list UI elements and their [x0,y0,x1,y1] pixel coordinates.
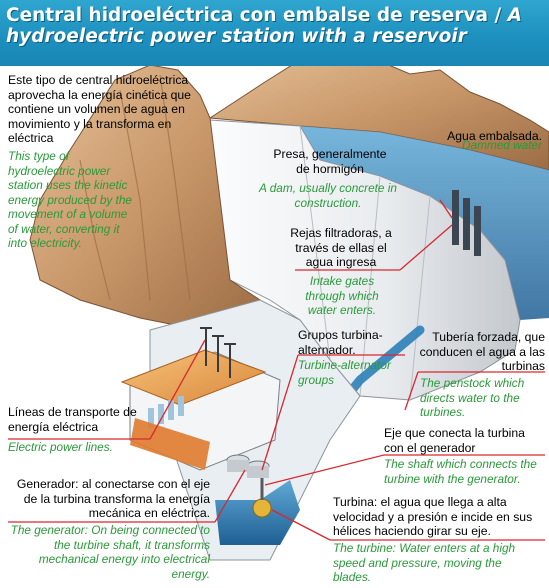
pointer-lines [8,199,545,541]
label-shaft-en: The shaft which connects the turbine wit… [384,457,537,486]
dam-wall [179,117,521,401]
label-power-lines-en: Electric power lines. [8,440,113,454]
label-turbine-en: The turbine: Water enters at a high spee… [333,541,516,584]
page-title: Central hidroeléctrica con embalse de re… [6,5,546,47]
label-generator-es: Generador: al conectarse con el eje de l… [16,477,210,520]
label-turbine-groups-en: Turbine-alternator groups [298,358,391,387]
label-intake-en: Intake gates through which water enters. [305,274,379,317]
label-turbine-es: Turbina: el agua que llega a alta veloci… [333,495,533,538]
title-banner [0,0,549,66]
title-english: A hydroelectric power station with a res… [6,5,522,47]
label-generator-en: The generator: On being connected to the… [10,523,210,581]
label-dam-en: A dam, usually concrete in construction. [259,181,397,210]
label-reservoir-es: Agua embalsada. [447,129,542,143]
intro-spanish: Este tipo de central hidroeléctrica apro… [8,73,191,145]
turbine-runner [252,498,272,518]
label-power-lines-es: Líneas de transporte de energía eléctric… [8,405,137,434]
label-penstock-en: The penstock which directs water to the … [420,376,525,419]
power-line-pylons [200,327,236,378]
label-turbine-groups-es: Grupos turbina-alternador. [298,328,383,357]
label-penstock-es: Tubería forzada, que conducen el agua a … [419,330,545,373]
title-spanish: Central hidroeléctrica con embalse de re… [6,5,502,26]
label-intake-es: Rejas filtradoras, a través de ellas el … [290,226,392,269]
label-dam-es: Presa, generalmente de hormigón [273,147,387,176]
reservoir-water [300,126,549,320]
generators [226,454,270,478]
powerhouse-windows [148,396,184,428]
label-shaft-es: Eje que conecta la turbina con el genera… [384,426,525,455]
rock-left [29,64,261,331]
intake-gates [452,190,481,256]
intro-english: This type of hydroelectric power station… [8,149,132,250]
label-reservoir-en: Dammed water [462,138,542,152]
